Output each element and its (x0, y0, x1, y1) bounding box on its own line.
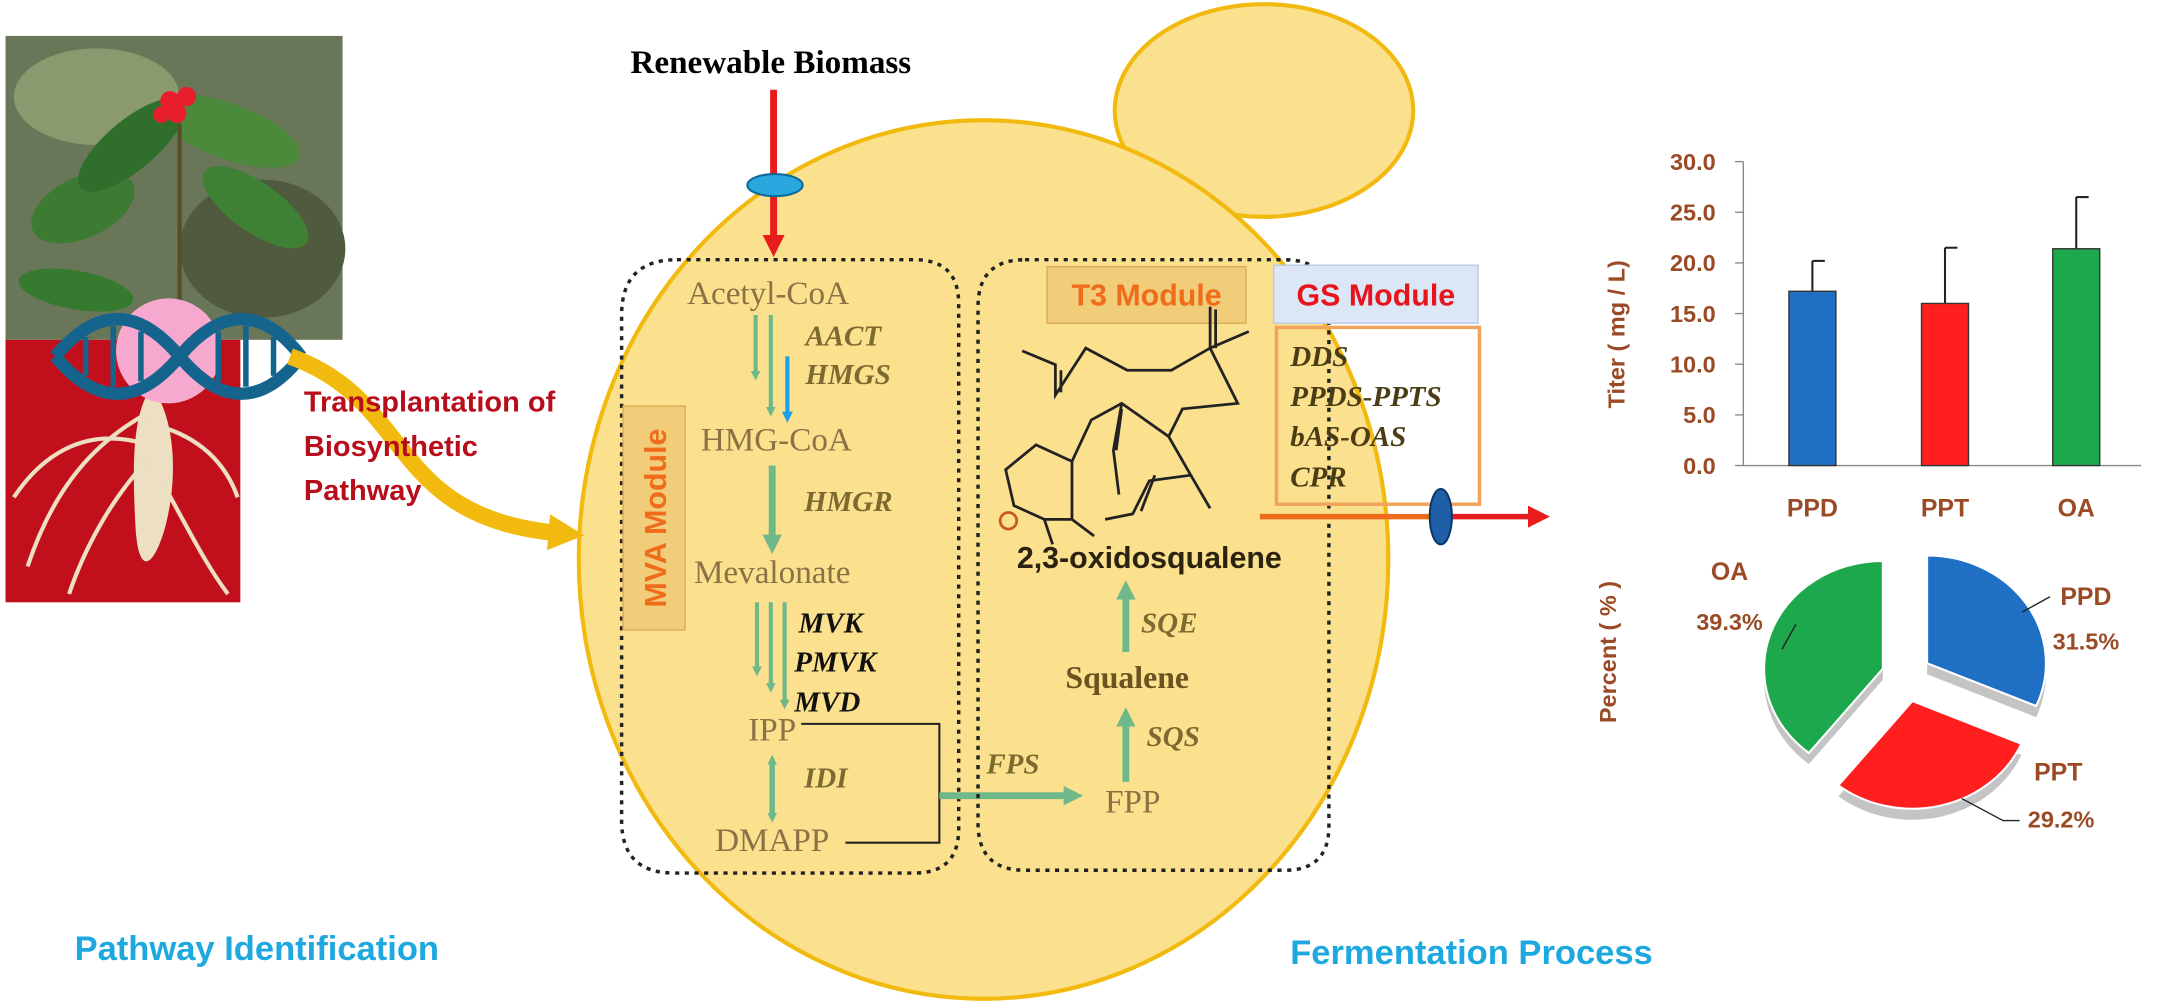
mva-module-badge (622, 405, 686, 631)
pie-label-ppd: PPD (2060, 583, 2111, 611)
gs-module-label: GS Module (1297, 278, 1456, 312)
footer-pathway-identification: Pathway Identification (75, 930, 439, 968)
acetyl-coa: Acetyl-CoA (687, 275, 849, 312)
bar-y-tick-label: 0.0 (1683, 453, 1716, 479)
epoxide-oxygen (998, 511, 1019, 531)
hmg-coa: HMG-CoA (701, 421, 852, 458)
pie-leader-oa (1781, 624, 1797, 650)
yeast-cell (576, 118, 1391, 1001)
bar-y-tick-label: 25.0 (1670, 200, 1716, 226)
pie-leader-ppt (1961, 797, 2020, 822)
bar-x-label-oa: OA (2058, 495, 2095, 523)
bar-y-tick-label: 30.0 (1670, 149, 1716, 175)
ginseng-plant-photo (5, 35, 346, 340)
titer-bar-chart: 0.0 5.0 10.0 15.0 20.0 25.0 30.0 PPD PPT OA Tite… (1604, 149, 2142, 523)
enzyme-hmgr: HMGR (803, 486, 893, 518)
oxidosqualene-structure (1004, 306, 1250, 545)
bar-y-tick-label: 20.0 (1670, 250, 1716, 276)
dna-helix-icon (50, 298, 307, 404)
bar-ppd (1788, 290, 1837, 467)
yeast-bud (1112, 2, 1416, 219)
gene-cpr: CPR (1290, 461, 1346, 493)
percent-pie-chart: Percent ( % ) PPD 31.5% PPT 29.2% OA 39.… (1595, 554, 2120, 832)
enzyme-pmvk: PMVK (793, 646, 878, 678)
bar-y-tick-label: 10.0 (1670, 352, 1716, 378)
pie-label-oa: OA (1711, 558, 1748, 586)
bar-y-axis-label: Titer ( mg / L) (1604, 260, 1630, 408)
bar-x-label-ppt: PPT (1921, 495, 1969, 523)
squalene: Squalene (1065, 660, 1189, 695)
pie-value-ppd: 31.5% (2053, 628, 2120, 654)
enzyme-hmgs: HMGS (804, 359, 890, 391)
t3-module-label: T3 Module (1071, 278, 1221, 312)
transplant-arrow (287, 348, 585, 551)
transplant-label-line2: Biosynthetic (304, 431, 478, 463)
gene-ppds-ppts: PPDS-PPTS (1289, 381, 1441, 413)
gs-genes-box (1274, 325, 1482, 506)
oxidosqualene: 2,3-oxidosqualene (1017, 541, 1282, 575)
pie-y-axis-label: Percent ( % ) (1595, 581, 1621, 723)
membrane-transporter-in (746, 173, 804, 198)
footer-fermentation-process: Fermentation Process (1290, 934, 1653, 972)
bar-oa (2052, 248, 2101, 467)
ipp: IPP (748, 711, 796, 748)
pie-leader-ppd (2022, 596, 2051, 613)
membrane-transporter-out (1428, 487, 1453, 546)
enzyme-aact: AACT (803, 320, 882, 352)
mva-module-box (619, 257, 961, 875)
enzyme-sqe: SQE (1141, 608, 1197, 640)
gs-module-badge (1272, 264, 1479, 324)
mevalonate: Mevalonate (694, 554, 850, 591)
transplant-label-line3: Pathway (304, 475, 422, 507)
transplant-label-line1: Transplantation of (304, 387, 556, 419)
t3-module-box (976, 257, 1331, 873)
ipp-dmapp-bracket (801, 722, 941, 844)
pie-slice-ppd (1926, 554, 2047, 708)
gene-dds: DDS (1289, 341, 1348, 373)
enzyme-idi: IDI (803, 762, 849, 794)
biomass-label: Renewable Biomass (630, 44, 911, 81)
pie-label-ppt: PPT (2034, 758, 2082, 786)
pie-slice-ppt (1836, 699, 2023, 810)
enzyme-mvk: MVK (797, 608, 864, 640)
gene-bas-oas: bAS-OAS (1290, 421, 1406, 453)
t3-module-badge (1046, 265, 1247, 324)
enzyme-fps: FPS (985, 749, 1039, 781)
bar-y-tick-label: 15.0 (1670, 301, 1716, 327)
enzyme-sqs: SQS (1147, 721, 1200, 753)
fpp: FPP (1105, 783, 1160, 820)
bar-y-tick-label: 5.0 (1683, 402, 1716, 428)
pie-value-oa: 39.3% (1696, 609, 1763, 635)
bar-ppt (1920, 302, 1970, 467)
bar-x-label-ppd: PPD (1787, 495, 1838, 523)
enzyme-mvd: MVD (793, 686, 860, 718)
pie-value-ppt: 29.2% (2028, 806, 2095, 832)
dmapp: DMAPP (715, 822, 829, 859)
pie-slice-oa (1763, 559, 1884, 755)
mva-module-label: MVA Module (639, 429, 673, 608)
